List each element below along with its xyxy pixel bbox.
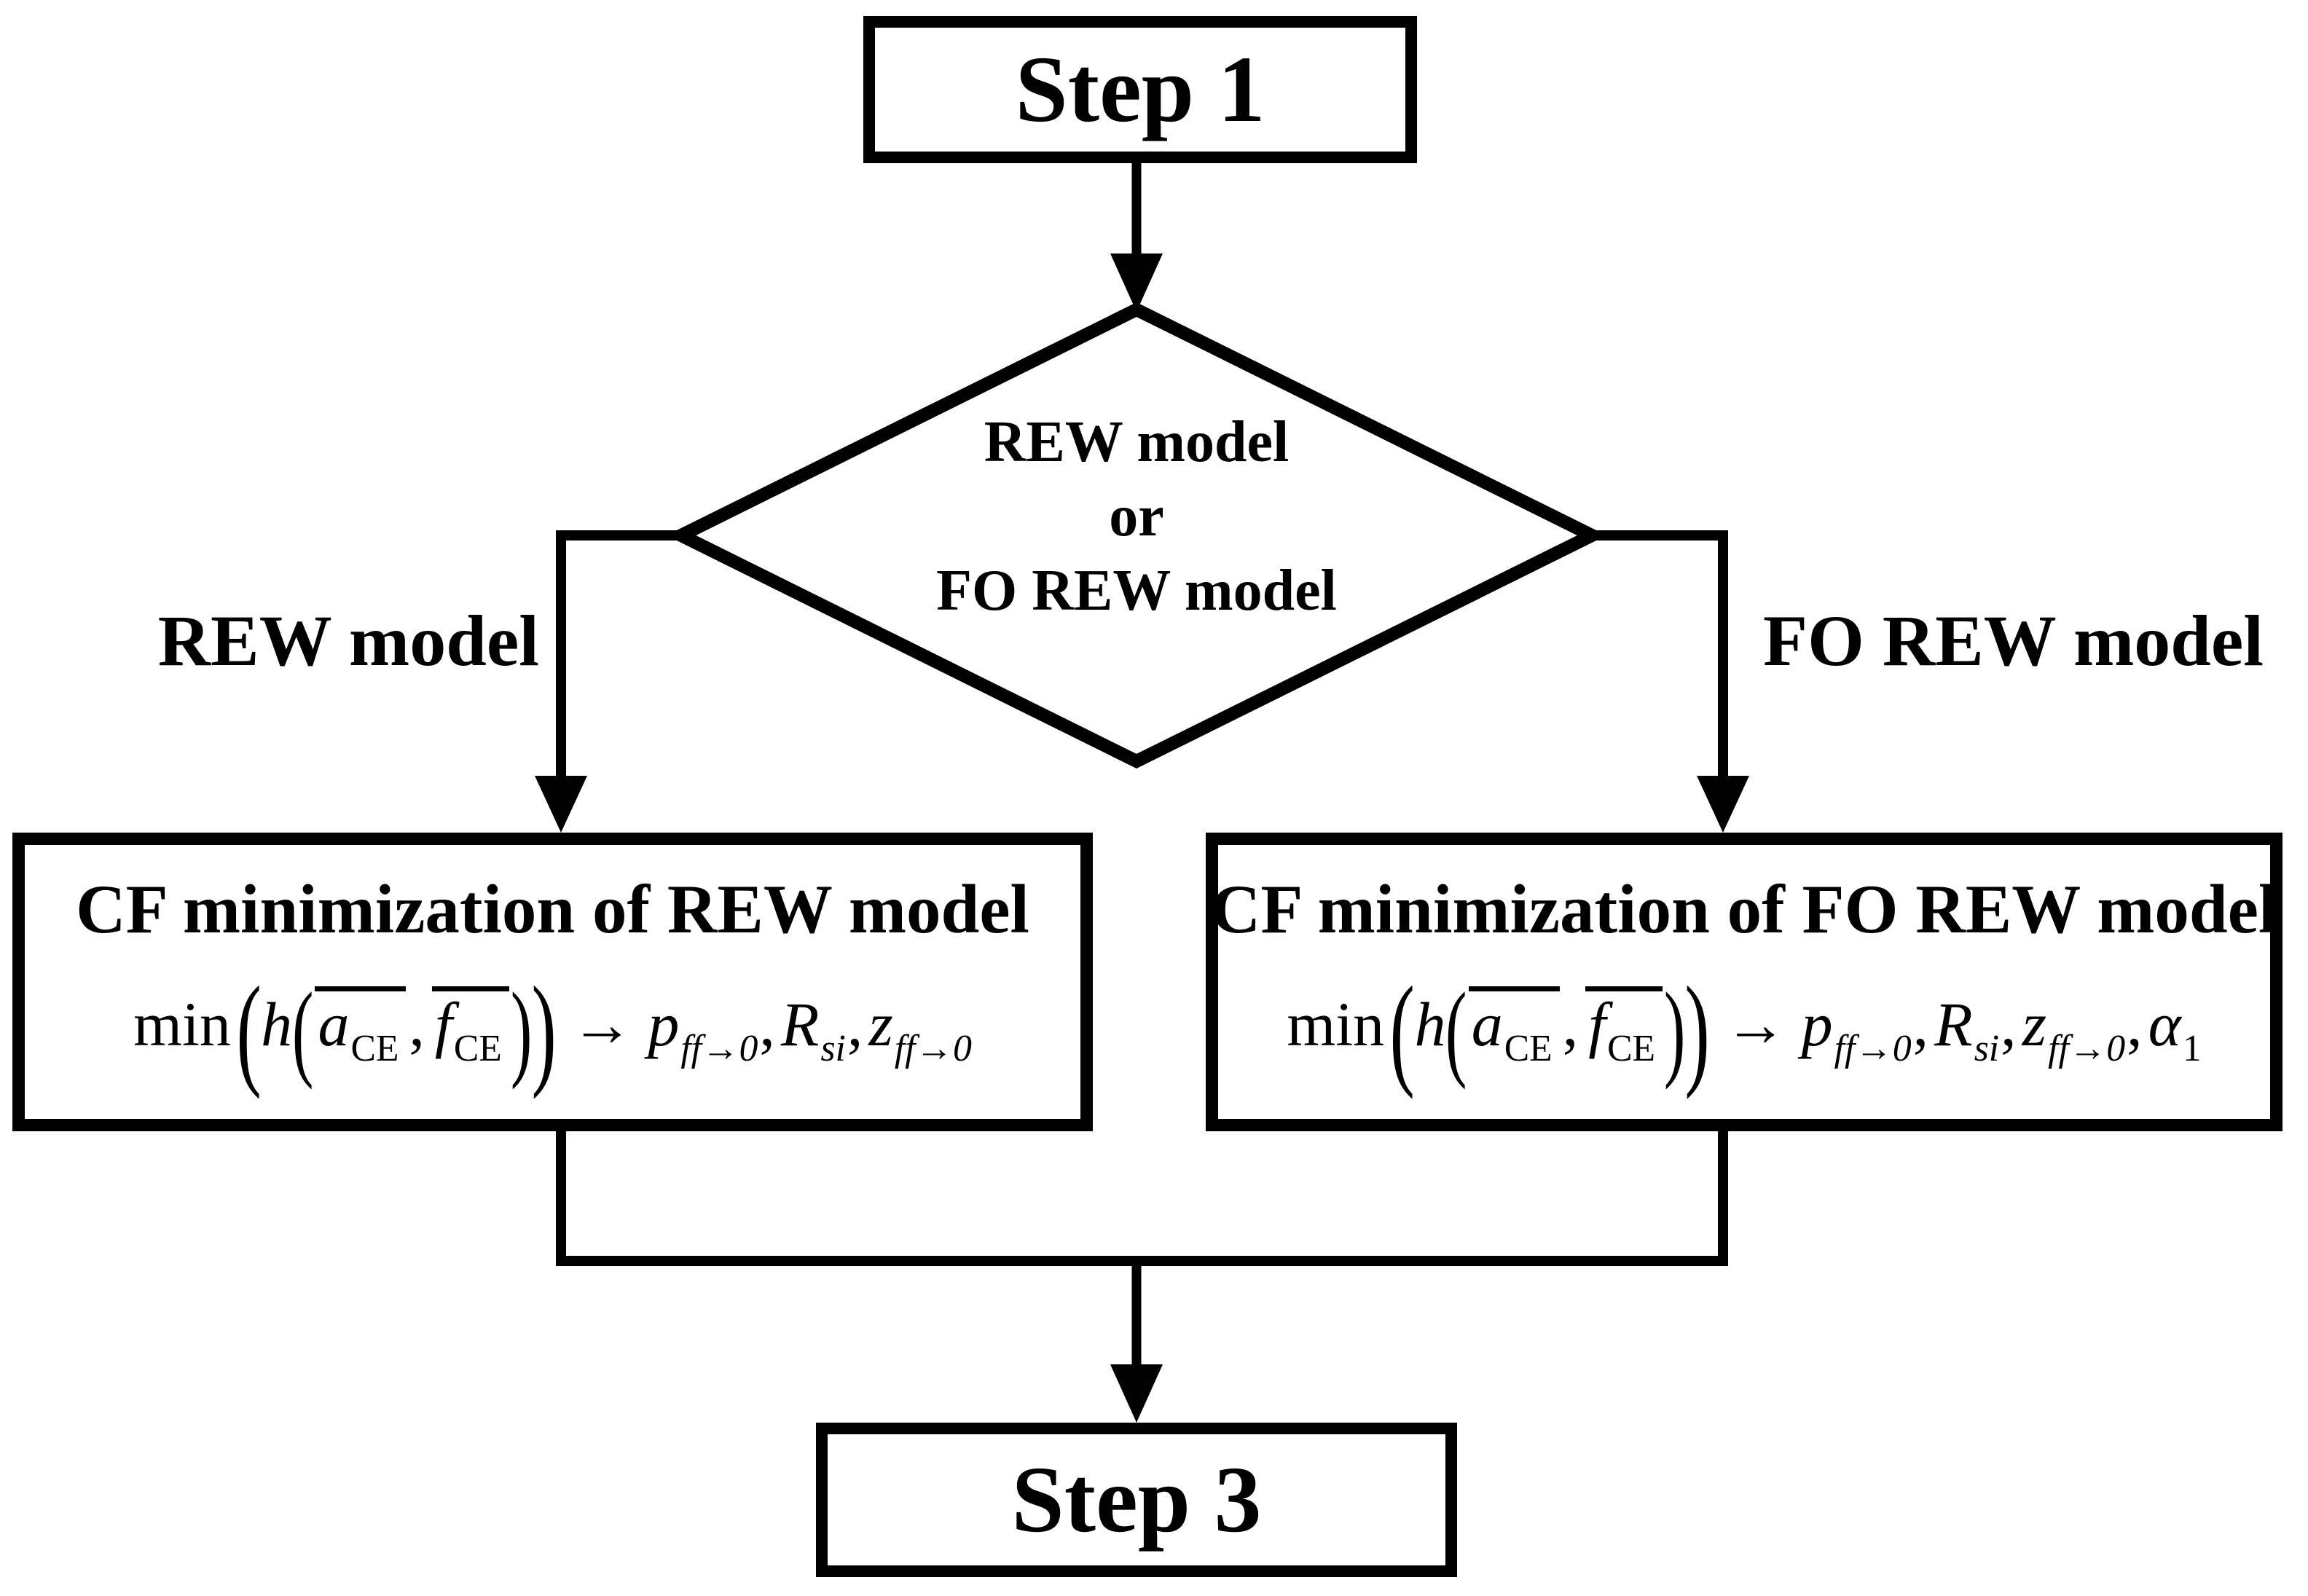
var-p-ff0: pff→0 [1801, 988, 1912, 1070]
var-a-ce-overline: aCE [315, 986, 407, 1067]
maps-to-arrow: → [570, 988, 634, 1059]
var-h: h [1414, 988, 1446, 1059]
min-operator: min [1287, 988, 1385, 1059]
branch-label-rew-model: REW model [157, 600, 539, 681]
step3-node: Step 3 [816, 1423, 1457, 1577]
arrow-decision-to-right-box-head [1697, 776, 1749, 833]
min-operator: min [133, 988, 231, 1059]
arrow-decision-to-left-box-line [556, 530, 681, 781]
maps-to-arrow: → [1724, 988, 1787, 1059]
cf-minimization-rew-box: CF minimization of REW model min(h(aCE,f… [12, 833, 1093, 1131]
var-alpha-1: α1 [2148, 988, 2202, 1070]
decision-line3: FO REW model [936, 559, 1337, 623]
merge-connector-line [556, 1131, 1728, 1266]
var-r-si: Rsi [780, 988, 846, 1070]
arrow-decision-to-right-box-line [1592, 530, 1728, 781]
var-h: h [261, 988, 293, 1059]
decision-diamond-label: REW model or FO REW model [772, 405, 1501, 628]
arrow-merge-to-step3-head [1110, 1364, 1163, 1423]
step3-label: Step 3 [1011, 1447, 1262, 1552]
var-z-ff0: zff→0 [868, 988, 972, 1070]
var-a-ce-overline: aCE [1468, 986, 1560, 1067]
arrow-step1-to-decision-head [1110, 253, 1163, 312]
cf-minimization-rew-formula: min(h(aCE,fCE))→pff→0,Rsi,zff→0 [133, 961, 972, 1100]
var-f-ce-overline: fCE [431, 986, 509, 1067]
step1-node: Step 1 [863, 16, 1417, 163]
branch-label-fo-rew-model: FO REW model [1763, 600, 2264, 681]
arrow-decision-to-left-box-head [535, 776, 587, 833]
cf-minimization-fo-rew-title: CF minimization of FO REW model [1210, 870, 2278, 948]
var-r-si: Rsi [1934, 988, 2000, 1070]
cf-minimization-fo-rew-formula: min(h(aCE,fCE))→pff→0,Rsi,zff→0,α1 [1287, 961, 2202, 1100]
var-f-ce-overline: fCE [1585, 986, 1663, 1067]
var-p-ff0: pff→0 [648, 988, 758, 1070]
cf-minimization-fo-rew-box: CF minimization of FO REW model min(h(aC… [1206, 833, 2283, 1131]
cf-minimization-rew-title: CF minimization of REW model [76, 870, 1029, 948]
decision-line2: or [1109, 484, 1164, 549]
step1-label: Step 1 [1015, 37, 1265, 142]
decision-line1: REW model [984, 410, 1290, 474]
var-z-ff0: zff→0 [2022, 988, 2126, 1070]
